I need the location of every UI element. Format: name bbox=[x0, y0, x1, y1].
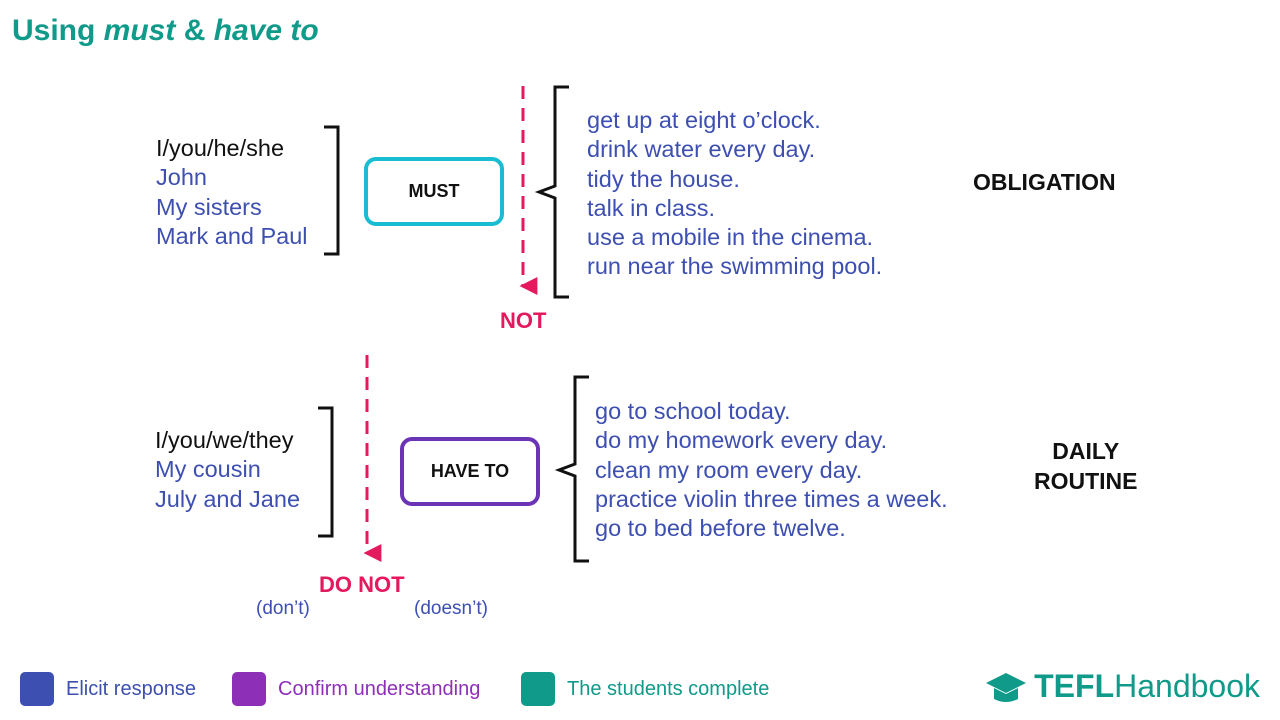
have-to-box: HAVE TO bbox=[400, 437, 540, 506]
completion-item: drink water every day. bbox=[587, 136, 816, 163]
tefl-handbook-logo: TEFLHandbook bbox=[984, 668, 1260, 705]
contraction-dont: (don’t) bbox=[256, 598, 310, 619]
not-label: NOT bbox=[500, 308, 547, 333]
completion-item: get up at eight o’clock. bbox=[587, 107, 821, 133]
subject-item: John bbox=[156, 164, 207, 191]
completion-brace-must bbox=[534, 85, 569, 299]
have-to-box-label: HAVE TO bbox=[430, 461, 510, 481]
subject-bracket-have-to bbox=[318, 406, 334, 538]
page-title: Using must & have to bbox=[12, 14, 319, 47]
subjects-must: I/you/he/she John My sisters Mark and Pa… bbox=[156, 134, 308, 251]
completion-brace-have-to bbox=[554, 375, 589, 563]
completion-item: clean my room every day. bbox=[595, 456, 863, 483]
legend-label: The students complete bbox=[567, 677, 770, 700]
completion-item: go to school today. bbox=[595, 398, 791, 424]
contraction-doesnt: (doesn’t) bbox=[414, 598, 488, 619]
legend-item-confirm: Confirm understanding bbox=[232, 672, 480, 706]
legend-swatch-blue bbox=[20, 672, 54, 706]
subject-item: My cousin bbox=[155, 456, 261, 483]
graduation-cap-icon bbox=[984, 669, 1028, 705]
subject-item: Mark and Paul bbox=[156, 222, 308, 249]
legend-label: Confirm understanding bbox=[278, 677, 481, 700]
completion-item: practice violin three times a week. bbox=[595, 485, 948, 512]
legend-item-complete: The students complete bbox=[521, 672, 769, 706]
completion-item: run near the swimming pool. bbox=[587, 253, 883, 280]
subject-item: I/you/he/she bbox=[156, 135, 285, 161]
completion-item: talk in class. bbox=[587, 194, 715, 221]
subject-bracket-must bbox=[324, 125, 340, 256]
completions-must: get up at eight o’clock. drink water eve… bbox=[587, 106, 882, 282]
legend-label: Elicit response bbox=[66, 677, 197, 700]
category-obligation: OBLIGATION bbox=[973, 169, 1116, 195]
category-line: DAILY bbox=[1052, 438, 1120, 464]
must-box: MUST bbox=[364, 157, 504, 226]
completion-item: use a mobile in the cinema. bbox=[587, 224, 874, 251]
category-daily-routine: DAILY ROUTINE bbox=[1034, 436, 1138, 496]
completion-item: tidy the house. bbox=[587, 165, 740, 192]
subject-item: I/you/we/they bbox=[155, 427, 294, 453]
legend-swatch-teal bbox=[521, 672, 555, 706]
completion-item: do my homework every day. bbox=[595, 427, 888, 454]
must-box-label: MUST bbox=[408, 181, 460, 201]
legend-swatch-purple bbox=[232, 672, 266, 706]
logo-wordmark: TEFLHandbook bbox=[1034, 668, 1260, 704]
category-line: ROUTINE bbox=[1034, 468, 1138, 494]
completions-have-to: go to school today. do my homework every… bbox=[595, 397, 948, 543]
subjects-have-to: I/you/we/they My cousin July and Jane bbox=[155, 426, 300, 514]
subject-item: July and Jane bbox=[155, 485, 301, 512]
subject-item: My sisters bbox=[156, 193, 262, 220]
do-not-label: DO NOT bbox=[319, 572, 405, 597]
completion-item: go to bed before twelve. bbox=[595, 515, 846, 542]
legend-item-elicit: Elicit response bbox=[20, 672, 196, 706]
